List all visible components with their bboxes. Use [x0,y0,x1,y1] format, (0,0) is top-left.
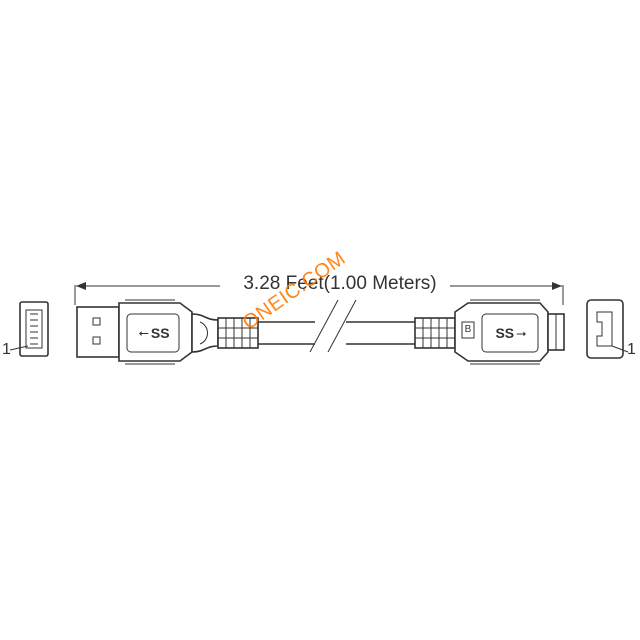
micro-b-tag: B [464,324,472,335]
left-logo: ⭠ SS [130,320,178,346]
pin-1-label-left: 1 [2,341,11,358]
right-logo: SS ⭢ [486,320,536,346]
cable-length-label: 3.28 Feet(1.00 Meters) [243,273,437,294]
usb-microb-plug [414,299,565,365]
usb-a-plug [76,299,259,365]
usb-microb-end-view [586,299,629,359]
left-logo-text: SS [150,325,170,341]
usb-trident-icon: ⭢ [516,325,527,340]
usb-a-end-view [9,301,49,357]
dimension-line [74,282,564,305]
right-logo-text: SS [495,325,515,341]
usb-trident-icon: ⭠ [138,325,149,340]
pin-1-label-right: 1 [627,341,636,358]
cable [258,299,415,353]
